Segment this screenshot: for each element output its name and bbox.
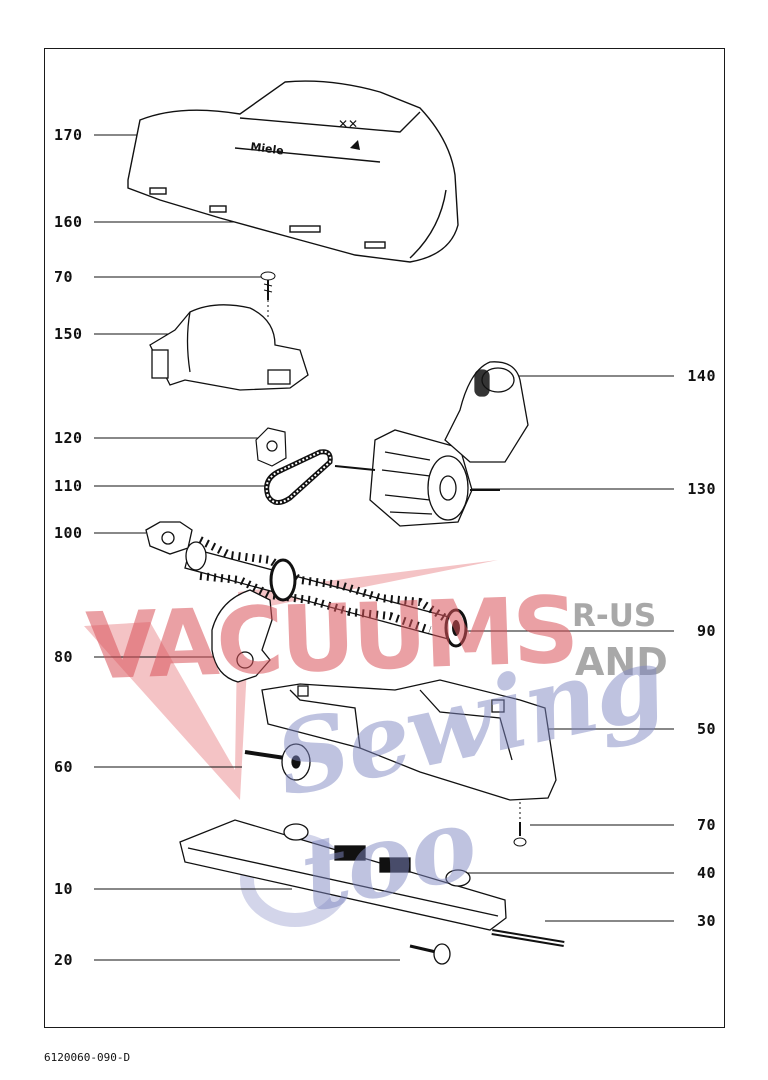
- cover-symbol: ✕✕: [338, 117, 358, 131]
- leader-lines-left: [94, 134, 400, 961]
- part-30-rod: [491, 929, 565, 947]
- callout-110: 110: [54, 477, 83, 495]
- brand-mark: Miele: [250, 140, 285, 158]
- part-140-connector: [444, 361, 529, 463]
- callout-90: 90: [696, 622, 716, 640]
- callout-10: 10: [54, 880, 74, 898]
- callout-140: 140: [687, 367, 716, 385]
- watermark-v-shape: [84, 560, 498, 800]
- part-120-bracket: [255, 427, 287, 467]
- callout-20: 20: [54, 951, 74, 969]
- part-70-screw-lower: [513, 802, 527, 847]
- callout-50: 50: [696, 720, 716, 738]
- drawing-frame: [44, 48, 725, 1028]
- part-20-pin: [409, 943, 451, 965]
- callout-80: 80: [54, 648, 74, 666]
- callout-160: 160: [54, 213, 83, 231]
- callout-150: 150: [54, 325, 83, 343]
- part-170-160-top-cover: Miele ✕✕: [127, 80, 459, 263]
- callout-70-top: 70: [54, 268, 74, 286]
- part-80-side-cap: [211, 589, 273, 683]
- part-10-base-plate: [179, 819, 507, 931]
- callout-120: 120: [54, 429, 83, 447]
- callout-100: 100: [54, 524, 83, 542]
- callout-30: 30: [696, 912, 716, 930]
- callout-170: 170: [54, 126, 83, 144]
- callout-60: 60: [54, 758, 74, 776]
- part-50-frame: [261, 679, 557, 801]
- document-code: 6120060-090-D: [44, 1051, 131, 1064]
- part-70-screw-top: [260, 271, 276, 320]
- part-130-fan-motor: [334, 429, 500, 527]
- callout-70-lower: 70: [696, 816, 716, 834]
- part-150-motor-cover: [149, 304, 309, 391]
- part-110-belt: [264, 449, 333, 505]
- part-60-wheel: [244, 743, 311, 781]
- part-90-brush-roller: [184, 536, 468, 648]
- part-100-end-cap: [145, 521, 193, 555]
- callout-130: 130: [687, 480, 716, 498]
- callout-40: 40: [696, 864, 716, 882]
